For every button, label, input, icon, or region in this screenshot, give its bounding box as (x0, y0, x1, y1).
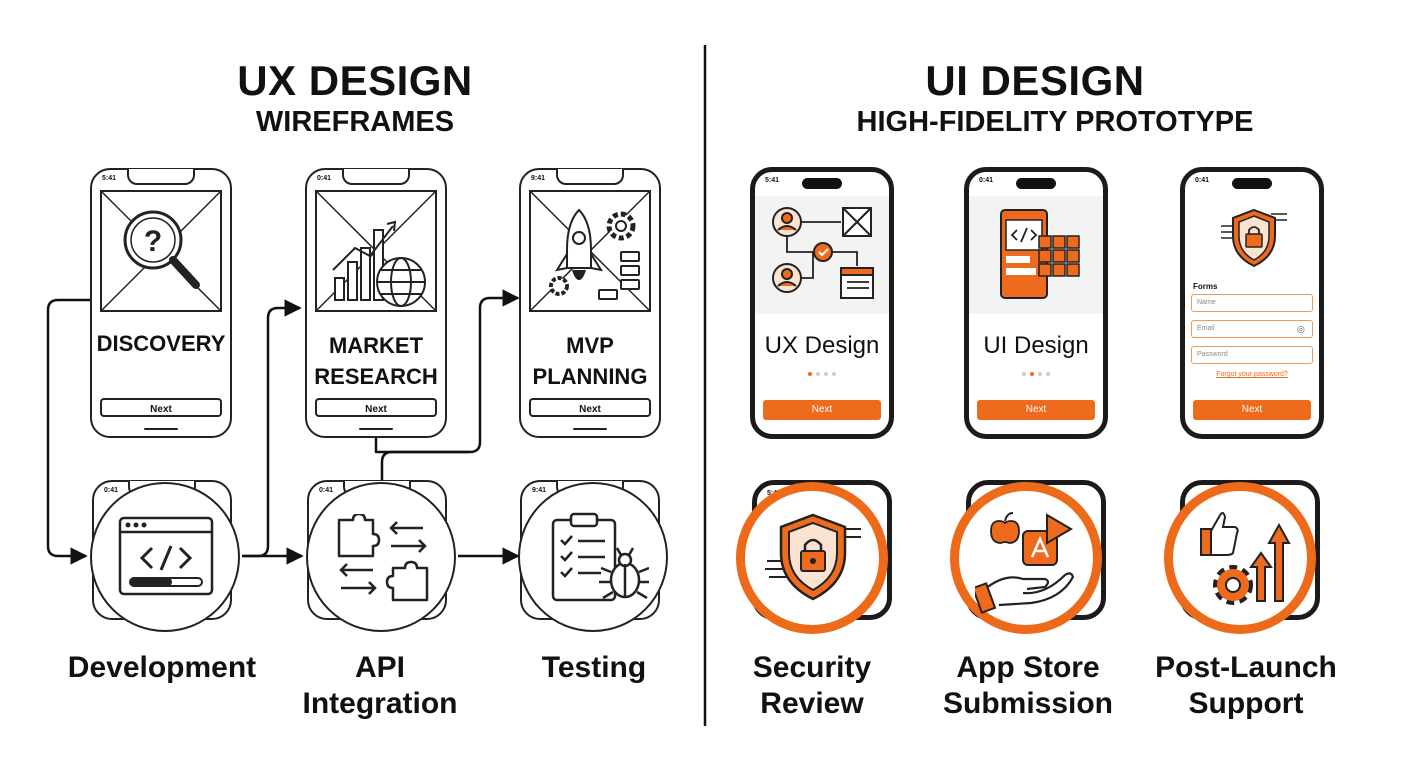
status-time: 0:41 (104, 487, 119, 494)
app-store-hand-icon (975, 512, 1075, 614)
ui-phone-ui-design: 0:41 UI Design Next (964, 167, 1108, 439)
connector-market-api (380, 450, 470, 482)
discovery-placeholder-image: ? (100, 190, 222, 312)
dynamic-island (802, 178, 842, 189)
svg-text:?: ? (144, 225, 162, 258)
status-time: 0:41 (317, 175, 332, 182)
forms-label: Forms (1193, 282, 1218, 291)
shield-lock-icon (1221, 208, 1287, 268)
dynamic-island (1016, 178, 1056, 189)
api-label-line1: API (354, 651, 405, 684)
appstore-label-line2: Submission (942, 687, 1114, 720)
status-time: 5:41 (102, 175, 117, 182)
ui-phone-forms: 0:41 Forms Name Email ◎ Password Forgot … (1180, 167, 1324, 439)
page-dots (969, 372, 1103, 376)
appstore-label-line1: App Store (956, 651, 1100, 684)
ux-design-next-button[interactable]: Next (763, 400, 881, 420)
discovery-next-button[interactable]: Next (100, 398, 222, 417)
ux-design-screen-title: UX Design (764, 332, 880, 359)
ux-design-title: UX DESIGN (237, 57, 473, 104)
email-input[interactable]: Email (1191, 320, 1313, 338)
wireframes-subtitle: WIREFRAMES (255, 106, 455, 138)
phone-notch (127, 169, 195, 185)
clipboard-bug-icon (551, 512, 649, 602)
testing-label: Testing (541, 651, 647, 684)
forgot-password-link[interactable]: Forgot your password? (1216, 371, 1288, 378)
mvp-title-line1: MVP (566, 333, 614, 358)
security-label-line2: Review (760, 687, 864, 720)
wireframe-phone-discovery: 5:41 ? DISCOVERY Next (90, 168, 232, 438)
name-input[interactable]: Name (1191, 294, 1313, 312)
mvp-next-button[interactable]: Next (529, 398, 651, 417)
magnifier-question-icon: ? (123, 210, 200, 289)
shield-lock-icon (765, 513, 861, 601)
home-indicator (573, 428, 607, 430)
prototype-subtitle: HIGH-FIDELITY PROTOTYPE (856, 106, 1254, 138)
postlaunch-label-line1: Post-Launch (1155, 651, 1337, 684)
discovery-title: DISCOVERY (96, 331, 226, 356)
status-time: 5:41 (765, 177, 780, 184)
status-time: 0:41 (1195, 177, 1210, 184)
ui-design-next-button[interactable]: Next (977, 400, 1095, 420)
forms-next-button[interactable]: Next (1193, 400, 1311, 420)
status-time: 0:41 (319, 487, 334, 494)
development-circle (90, 482, 240, 632)
dynamic-island (1232, 178, 1272, 189)
market-title-line1: MARKET (328, 333, 424, 358)
mvp-title-line2: PLANNING (532, 364, 648, 389)
phone-notch (342, 169, 410, 185)
thumbs-gear-arrows-icon (1200, 512, 1291, 605)
ui-design-title: UI DESIGN (925, 57, 1145, 104)
market-next-button[interactable]: Next (315, 398, 437, 417)
phone-grid-icon (1000, 209, 1080, 299)
gear-icon (1213, 565, 1253, 605)
postlaunch-label-line2: Support (1188, 687, 1304, 720)
status-time: 0:41 (979, 177, 994, 184)
apple-icon (990, 512, 1020, 544)
puzzle-arrows-icon (337, 514, 429, 602)
security-review-circle (736, 482, 888, 634)
status-time: 9:41 (531, 175, 546, 182)
phone-notch (556, 169, 624, 185)
user-flow-icon (772, 207, 874, 299)
api-integration-circle (306, 482, 456, 632)
rocket-gears-icon (549, 208, 640, 300)
status-time: 9:41 (532, 487, 547, 494)
page-dots (755, 372, 889, 376)
market-title-line2: RESEARCH (314, 364, 438, 389)
home-indicator (144, 428, 178, 430)
chart-globe-icon (332, 220, 426, 307)
api-label-line2: Integration (302, 687, 458, 720)
security-label-line1: Security (752, 651, 872, 684)
code-window-icon (118, 516, 214, 596)
connector-discovery-development (46, 298, 96, 565)
post-launch-circle (1164, 482, 1316, 634)
connector-market-mvp (374, 289, 520, 454)
connector-development-market (244, 299, 302, 558)
ui-phone-ux-design: 5:41 UX Design Next (750, 167, 894, 439)
mvp-placeholder-image (529, 190, 651, 312)
development-label: Development (67, 651, 257, 684)
password-input[interactable]: Password (1191, 346, 1313, 364)
eye-off-icon[interactable]: ◎ (1297, 324, 1305, 334)
wireframe-phone-market-research: 0:41 MARKET RESEARCH Next (305, 168, 447, 438)
wireframe-phone-mvp-planning: 9:41 MVP PLANNING Next (519, 168, 661, 438)
home-indicator (359, 428, 393, 430)
testing-circle (518, 482, 668, 632)
thumbs-up-icon (1200, 512, 1239, 556)
market-placeholder-image (315, 190, 437, 312)
app-store-circle (950, 482, 1102, 634)
ui-design-screen-title: UI Design (983, 332, 1089, 359)
